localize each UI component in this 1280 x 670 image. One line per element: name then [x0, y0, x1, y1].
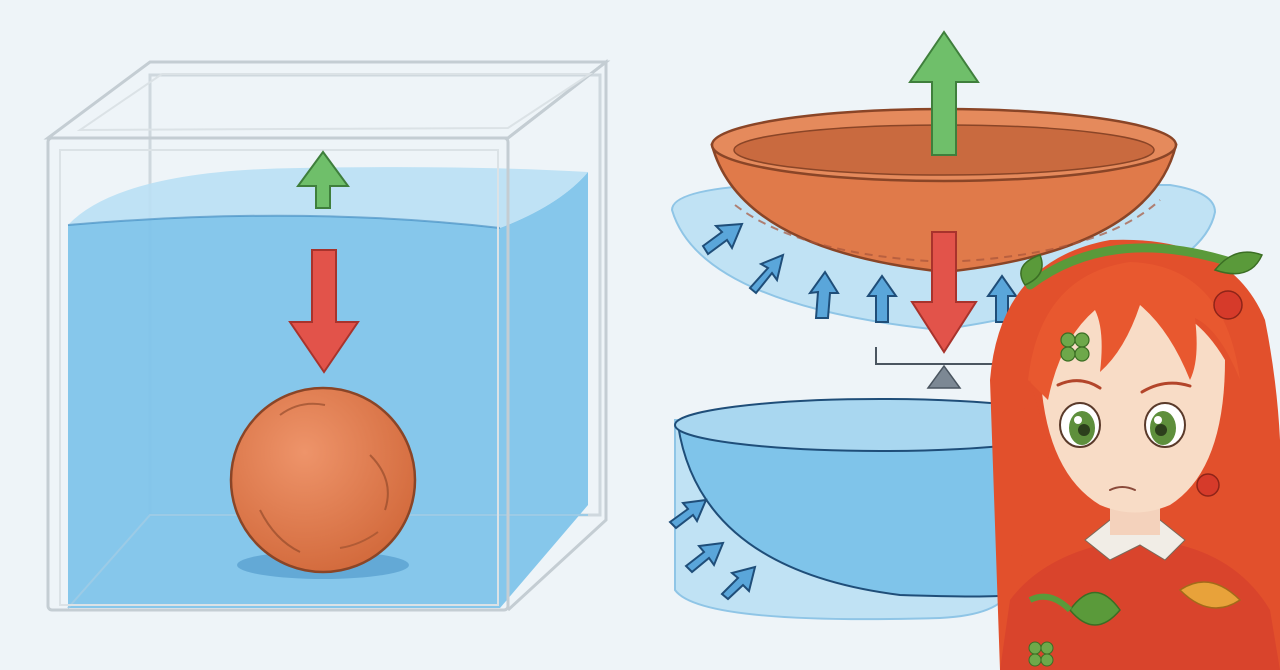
balance-pivot-icon: [875, 347, 1011, 389]
side-pressure-arrows-icon: [668, 498, 757, 601]
clay-ball: [229, 386, 417, 574]
bowl-weight-arrow-down-icon: [910, 231, 978, 354]
water-bowl: [674, 398, 1086, 621]
anime-character-avatar: [990, 239, 1280, 670]
weight-arrow-down-icon: [288, 249, 360, 374]
buoyancy-arrow-up-icon: [296, 150, 350, 209]
bowl-buoyancy-arrow-up-icon: [908, 30, 980, 156]
pressure-arrows-icon: [701, 222, 1018, 323]
